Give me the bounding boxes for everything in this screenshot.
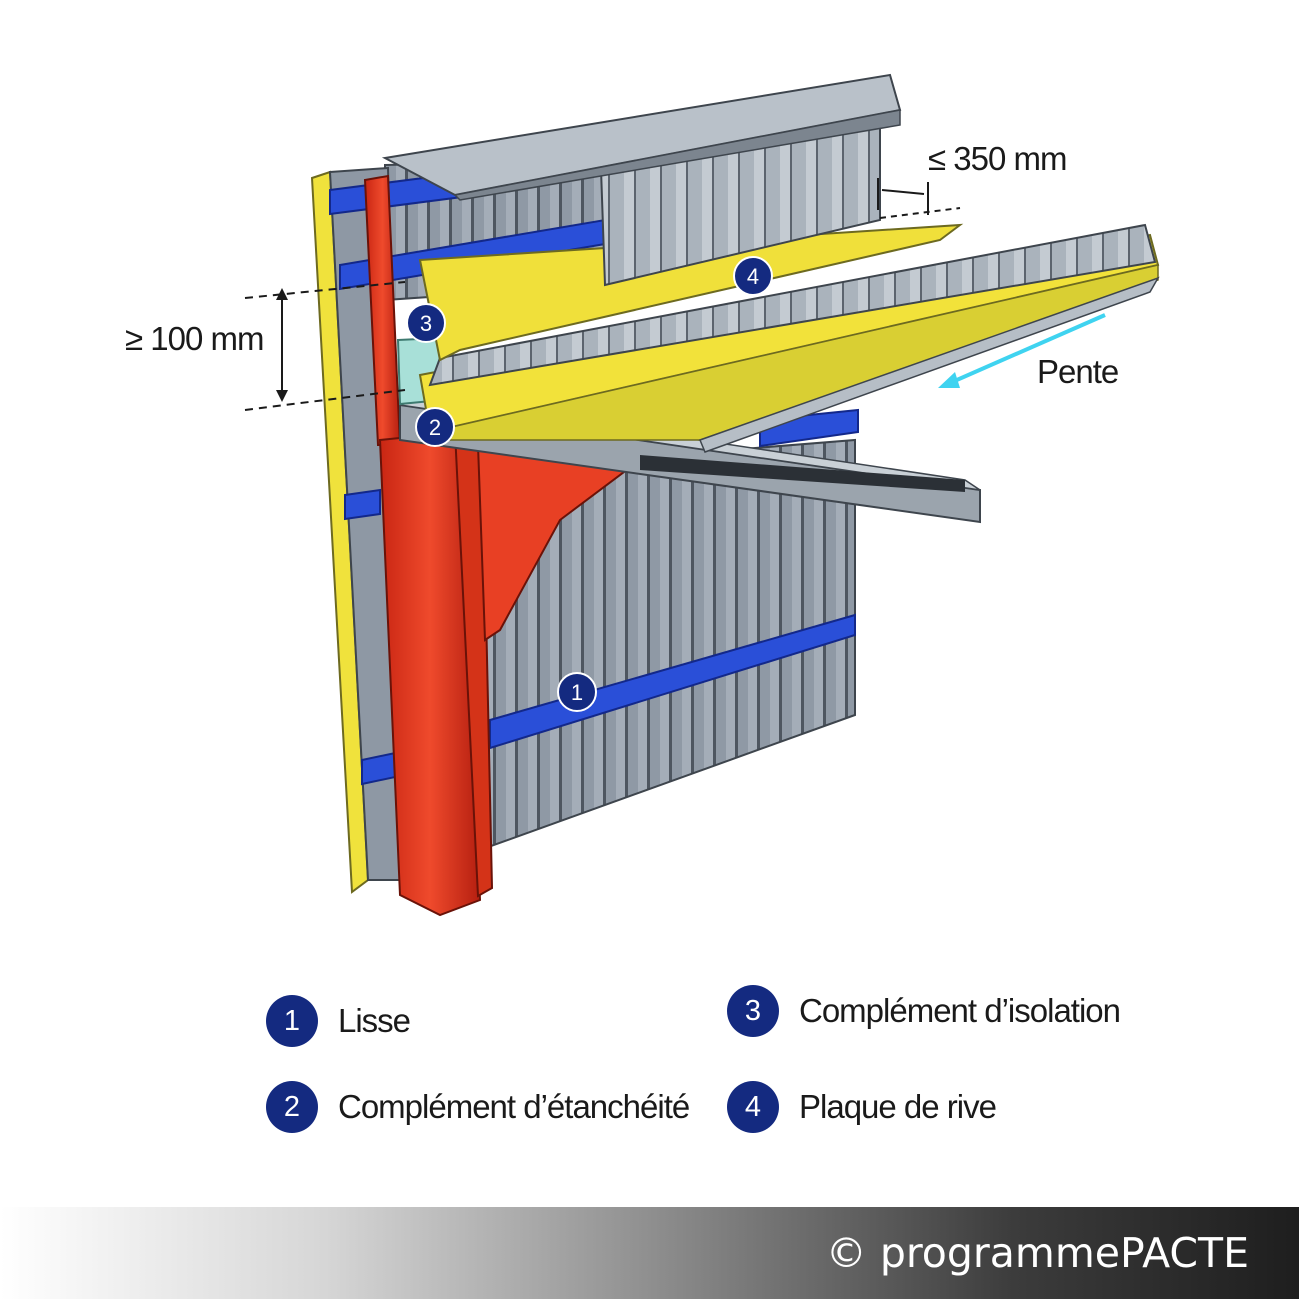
copyright-text: © programmePACTE: [825, 1229, 1249, 1277]
marker-2-label: 2: [429, 415, 441, 440]
legend-item-2: 2 Complément d’étanchéité: [266, 1081, 690, 1133]
legend-label-2: Complément d’étanchéité: [338, 1088, 690, 1125]
top-capping: [381, 73, 902, 201]
footer-bar: © programmePACTE: [0, 1207, 1299, 1299]
legend-label-4: Plaque de rive: [799, 1088, 997, 1125]
marker-2: 2: [415, 407, 455, 447]
marker-1-label: 1: [571, 680, 583, 705]
edge-flashing-yellow: [418, 223, 964, 362]
legend-badge-4: 4: [727, 1081, 779, 1133]
legend-badge-1: 1: [266, 995, 318, 1047]
marker-1: 1: [557, 672, 597, 712]
legend-item-4: 4 Plaque de rive: [727, 1081, 997, 1133]
legend-label-1: Lisse: [338, 1002, 411, 1039]
marker-4: 4: [733, 256, 773, 296]
dimension-lines: [244, 178, 961, 411]
legend: 1 Lisse 2 Complément d’étanchéité 3 Comp…: [0, 985, 1299, 1155]
roof-panel: [418, 223, 1160, 453]
legend-item-1: 1 Lisse: [266, 995, 411, 1047]
height-dimension-label: ≥ 100 mm: [125, 320, 264, 357]
marker-3-label: 3: [420, 311, 432, 336]
marker-3: 3: [406, 303, 446, 343]
steel-column: [363, 174, 643, 917]
legend-item-3: 3 Complément d’isolation: [727, 985, 1121, 1037]
legend-badge-2: 2: [266, 1081, 318, 1133]
slope-arrow: [938, 313, 1106, 388]
overhang-dimension-label: ≤ 350 mm: [928, 140, 1067, 177]
roof-wall-junction-diagram: 1 2 3 4: [244, 73, 1160, 917]
slope-label: Pente: [1037, 353, 1119, 390]
legend-badge-3: 3: [727, 985, 779, 1037]
legend-label-3: Complément d’isolation: [799, 992, 1121, 1029]
marker-4-label: 4: [747, 264, 759, 289]
